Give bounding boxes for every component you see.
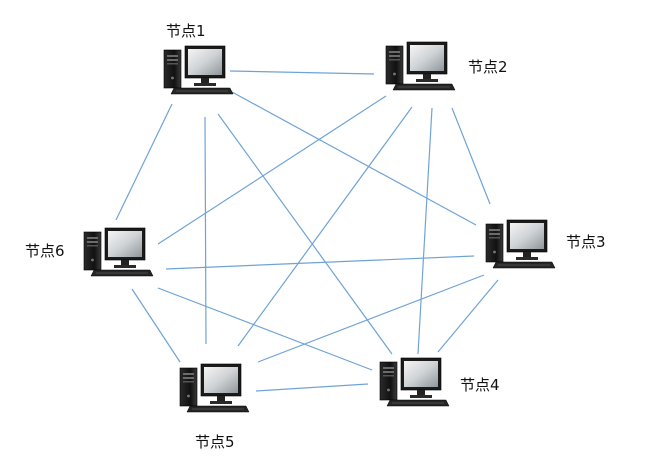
desktop-computer-icon [385,41,456,91]
edge-n1-n4 [217,113,393,355]
node-n5: 节点5 [179,363,250,451]
desktop-computer-icon [379,357,450,407]
edge-n2-n3 [451,107,491,205]
node-label: 节点2 [468,58,508,76]
desktop-computer-icon [163,45,234,95]
desktop-computer-icon [485,219,556,269]
node-n3: 节点3 [485,219,606,269]
edge-n1-n6 [115,103,173,221]
node-n2: 节点2 [385,41,508,91]
node-label: 节点1 [166,22,206,40]
edge-n3-n5 [257,274,485,363]
edge-n1-n2 [229,70,375,75]
edge-n1-n3 [231,91,477,226]
node-n1: 节点1 [163,22,234,95]
edge-n2-n5 [237,106,413,347]
edge-n1-n5 [204,116,207,345]
edge-n2-n6 [157,95,387,245]
node-layer: 节点1 节点2 节点3 节点4 节点5 节点6 [25,22,606,451]
edge-n3-n4 [437,279,499,353]
node-n4: 节点4 [379,357,500,407]
node-label: 节点5 [195,433,235,451]
node-label: 节点3 [566,233,606,251]
edge-n2-n4 [417,107,433,355]
edge-n3-n6 [165,255,475,270]
edge-n4-n6 [157,287,373,371]
edge-n4-n5 [255,383,369,392]
desktop-computer-icon [179,363,250,413]
desktop-computer-icon [83,227,154,277]
edge-layer [115,70,499,392]
edge-n5-n6 [131,288,181,363]
node-label: 节点4 [460,376,500,394]
node-n6: 节点6 [25,227,154,277]
node-label: 节点6 [25,242,65,260]
